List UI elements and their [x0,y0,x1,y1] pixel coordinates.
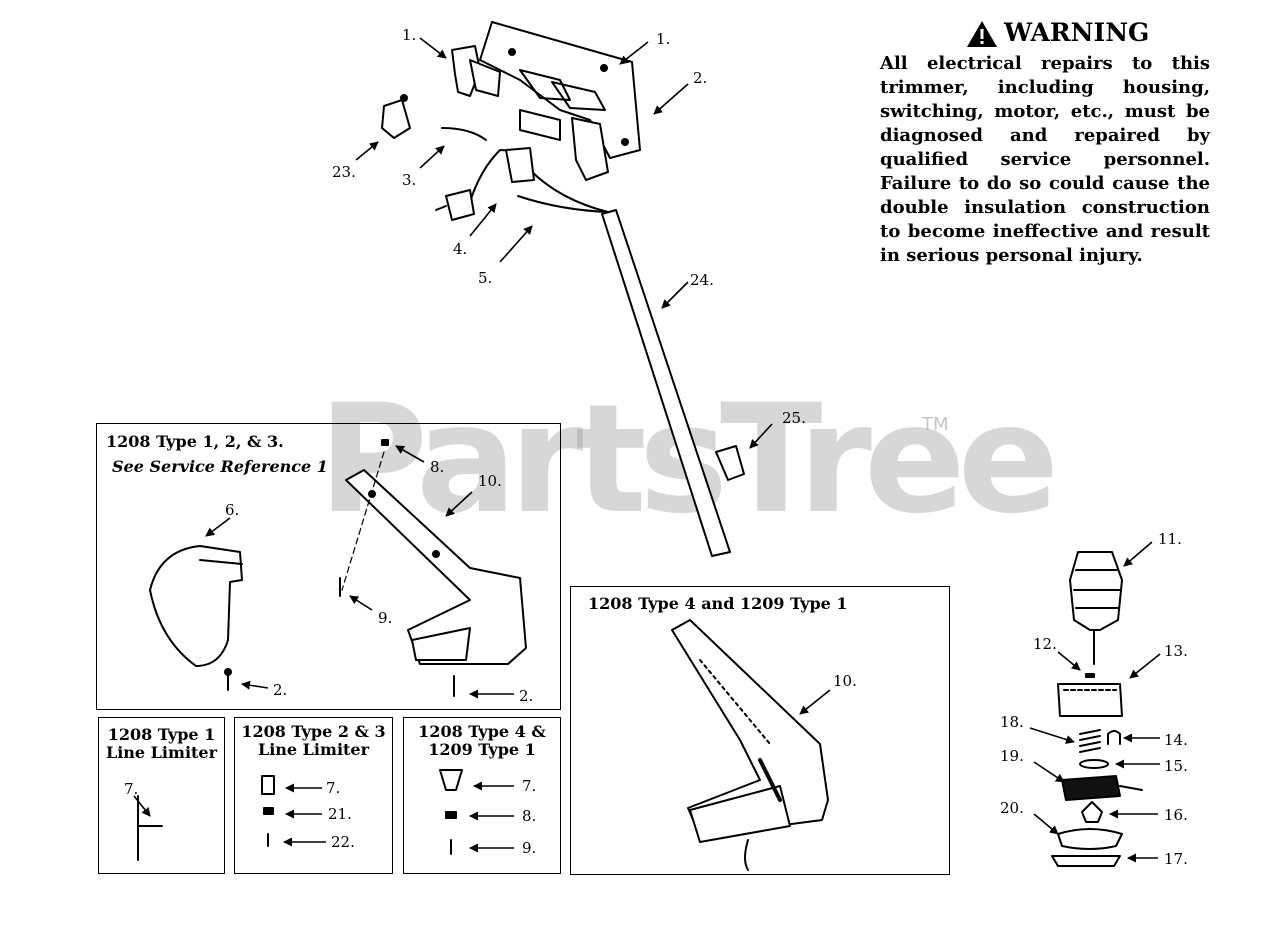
label-20: 20. [1000,799,1024,817]
box-title-type4b-line1: 1208 Type 4 & [418,722,546,741]
label-25: 25. [782,409,806,427]
label-11: 11. [1158,530,1182,548]
label-17: 17. [1164,850,1188,868]
box-title-type-1-2-3: 1208 Type 1, 2, & 3. [106,432,284,451]
box-1208-type-4-1209-type-1 [570,586,950,875]
label-13: 13. [1164,642,1188,660]
warning-text: All electrical repairs to this trimmer, … [880,53,1210,266]
label-14: 14. [1164,731,1188,749]
label-5: 5. [478,269,493,287]
box-title-limiter1-line2: Line Limiter [105,743,218,762]
label-6-guard: 6. [225,501,240,519]
box-title-limiter1-line1: 1208 Type 1 [107,725,216,744]
label-2-housing-screw: 2. [519,687,534,705]
label-7-limiter23: 7. [326,779,341,797]
box-title-type4b-line2: 1209 Type 1 [428,740,536,759]
label-2-guard-screw: 2. [273,681,288,699]
box-type2-3-line-limiter [234,717,393,874]
watermark-trademark: TM [922,414,949,435]
handle-housing [479,21,641,181]
label-9-type4b: 9. [522,839,537,857]
label-18: 18. [1000,713,1024,731]
label-7-type4b: 7. [522,777,537,795]
label-12: 12. [1033,635,1057,653]
box-type4-1209-parts [403,717,561,874]
label-15: 15. [1164,757,1188,775]
label-8: 8. [430,458,445,476]
label-23: 23. [332,163,356,181]
label-21: 21. [328,805,352,823]
label-22: 22. [331,833,355,851]
label-1-switch: 1. [402,26,417,44]
label-8-type4b: 8. [522,807,537,825]
label-16: 16. [1164,806,1188,824]
label-1-housing: 1. [656,30,671,48]
label-10: 10. [478,472,502,490]
label-7-limiter1: 7. [124,780,139,798]
warning-triangle-icon [967,21,997,47]
service-reference-note: See Service Reference 1 [112,457,328,476]
box-title-type-4: 1208 Type 4 and 1209 Type 1 [588,594,848,613]
box-title-limiter23-line1: 1208 Type 2 & 3 [241,722,386,741]
label-9: 9. [378,609,393,627]
label-2-screw: 2. [693,69,708,87]
label-4: 4. [453,240,468,258]
box-1208-type-1-2-3 [96,423,561,710]
label-3: 3. [402,171,417,189]
label-10-type4: 10. [833,672,857,690]
box-title-limiter23-line2: Line Limiter [257,740,370,759]
box-type1-line-limiter [98,717,225,874]
label-24: 24. [690,271,714,289]
warning-title: WARNING [1004,18,1150,47]
label-19: 19. [1000,747,1024,765]
